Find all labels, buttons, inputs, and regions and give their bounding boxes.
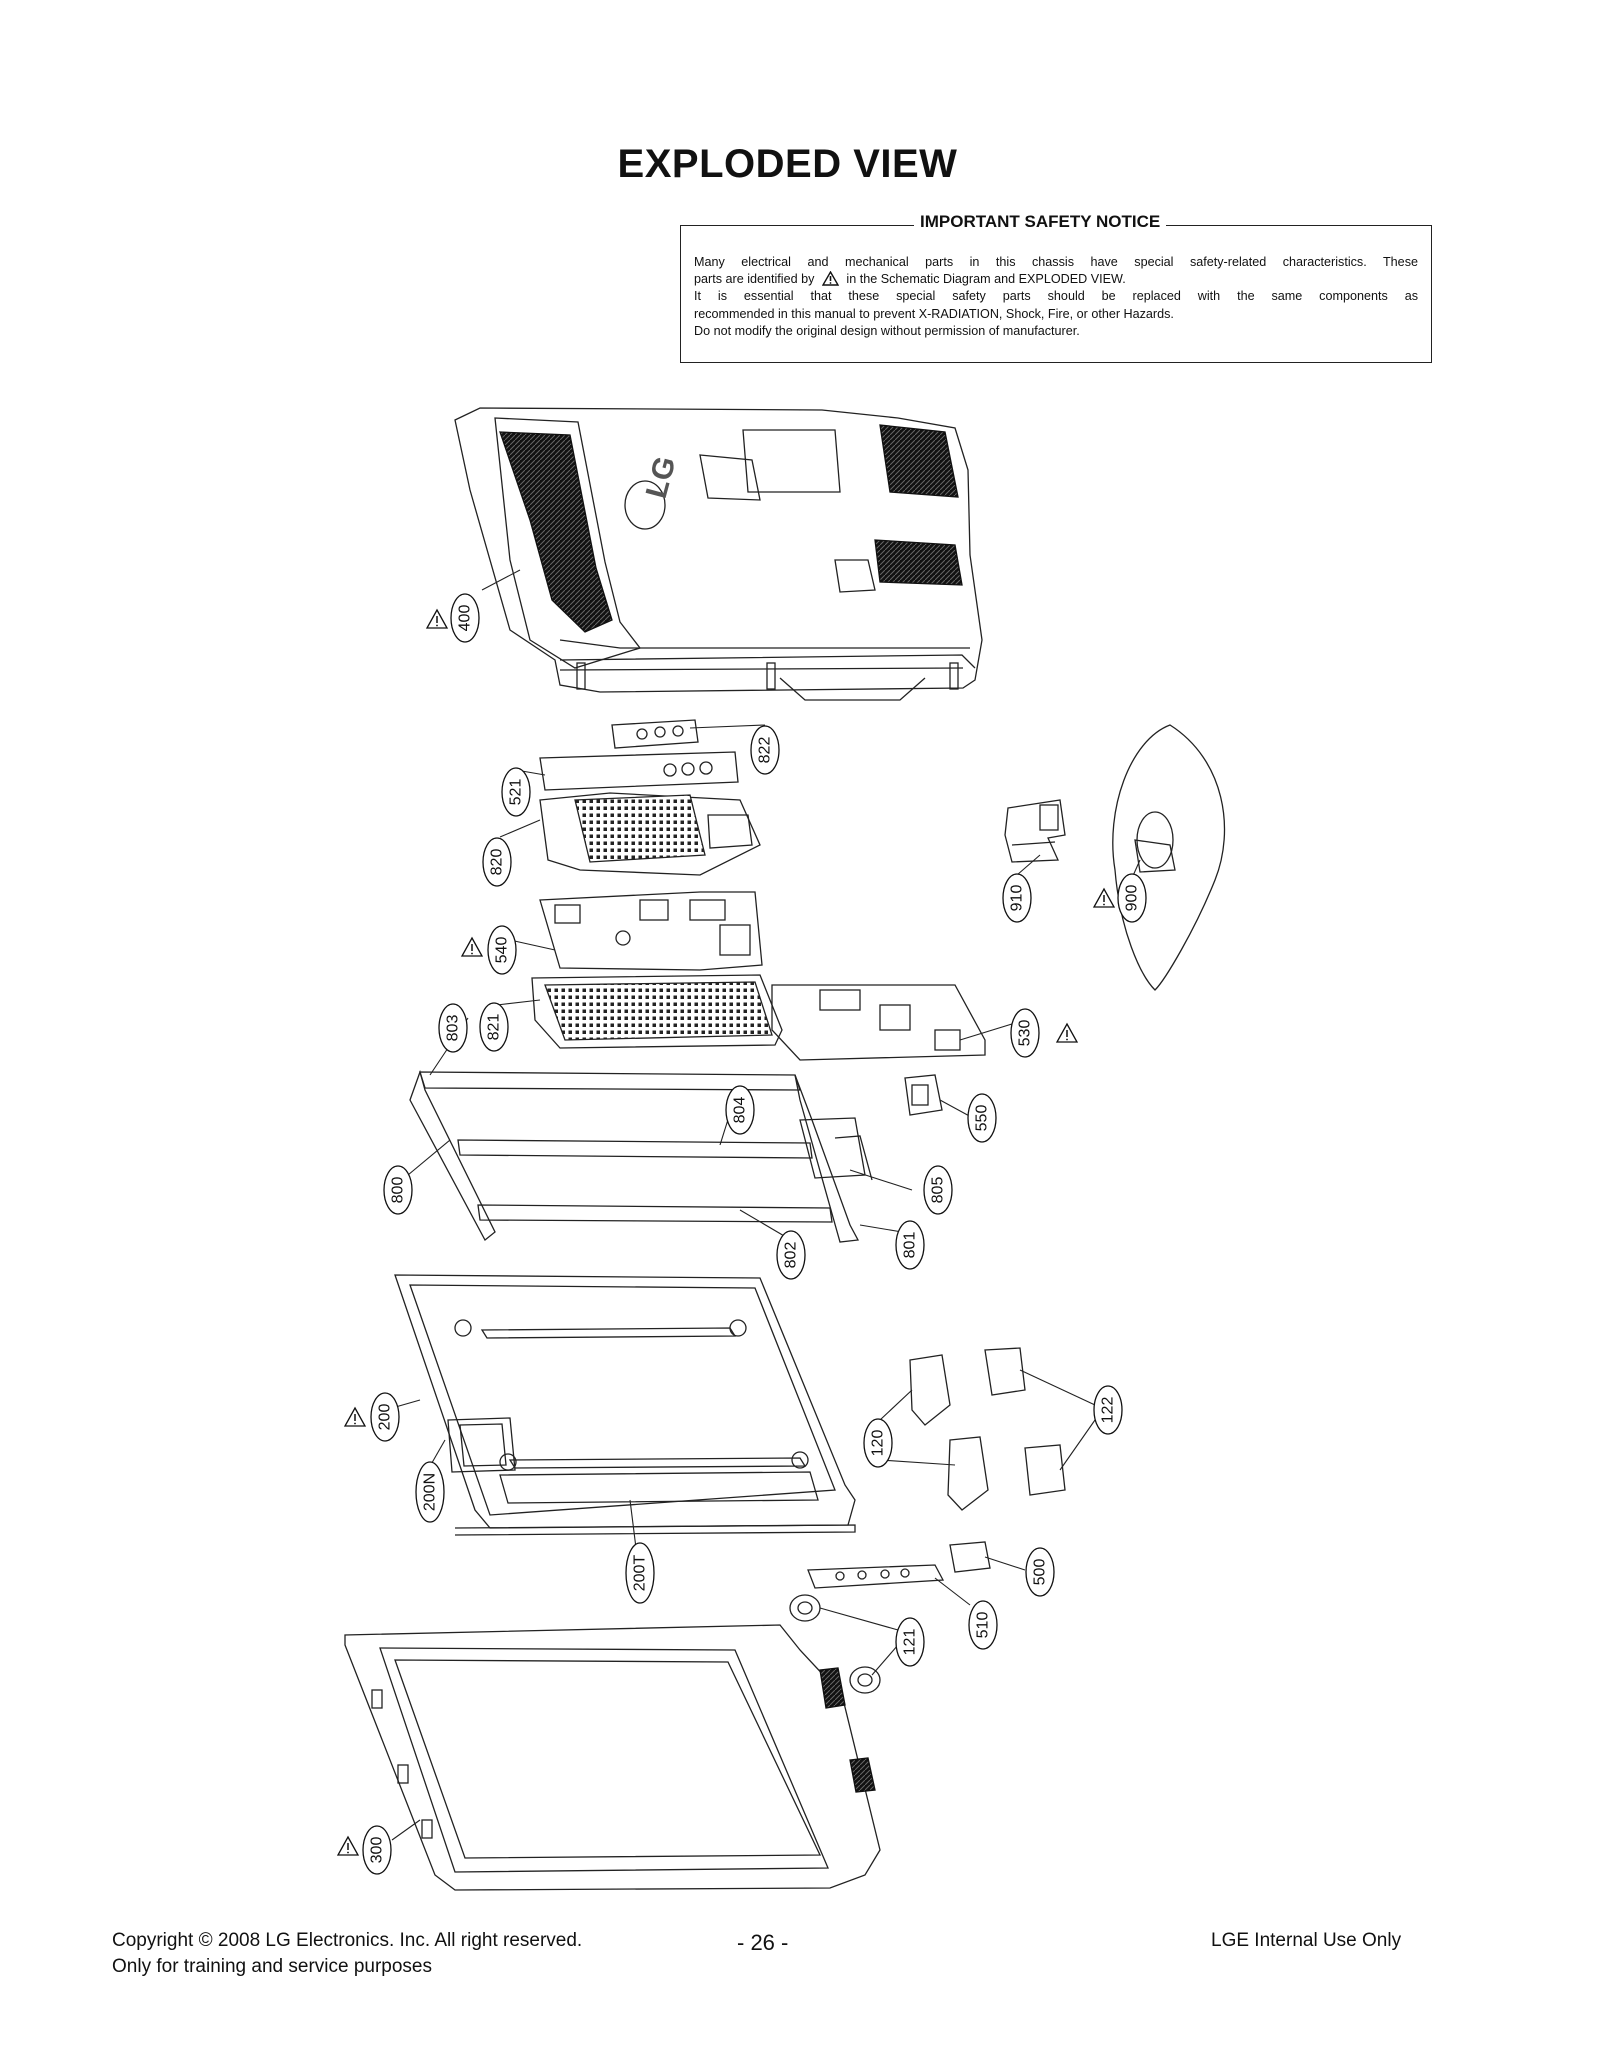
callout-200T-label: 200T: [632, 1555, 649, 1592]
callout-122-label: 122: [1100, 1397, 1117, 1424]
callout-800: 800: [383, 1165, 413, 1215]
shield-820-part: [539, 792, 761, 876]
callout-900: 900: [1117, 873, 1147, 923]
warning-triangle-icon: [461, 937, 483, 957]
callout-540-label: 540: [494, 937, 511, 964]
warning-triangle-icon: [821, 271, 839, 286]
safety-notice-body: Many electrical and mechanical parts in …: [694, 254, 1418, 340]
safety-notice-box: IMPORTANT SAFETY NOTICE Many electrical …: [680, 212, 1432, 363]
callout-821-label: 821: [486, 1014, 503, 1041]
callout-802: 802: [776, 1230, 806, 1280]
callout-822-label: 822: [757, 737, 774, 764]
callout-910: 910: [1002, 873, 1032, 923]
callout-804-label: 804: [732, 1097, 749, 1124]
notice-line-2: parts are identified by in the Schematic…: [694, 271, 1418, 288]
callout-200N: 200N: [415, 1461, 445, 1523]
page-title: EXPLODED VIEW: [617, 142, 958, 186]
callout-820-label: 820: [489, 849, 506, 876]
footer-copyright: Copyright © 2008 LG Electronics. Inc. Al…: [112, 1930, 583, 1951]
notice-line-5: Do not modify the original design withou…: [694, 323, 1080, 338]
callout-805: 805: [923, 1165, 953, 1215]
callout-200-label: 200: [377, 1404, 394, 1431]
shield-821-part: [531, 974, 783, 1049]
front-control-510-part: [807, 1564, 945, 1589]
callout-550-label: 550: [974, 1105, 991, 1132]
callout-400-label: 400: [457, 605, 474, 632]
callout-900-label: 900: [1124, 885, 1141, 912]
callout-550: 550: [967, 1093, 997, 1143]
warning-triangle-icon: [344, 1407, 366, 1427]
callout-510-label: 510: [975, 1612, 992, 1639]
callout-800-label: 800: [390, 1177, 407, 1204]
notice-line-2-end: in the Schematic Diagram and EXPLODED VI…: [846, 272, 1126, 287]
warning-triangle-icon: [426, 609, 448, 629]
control-board-822-part: [611, 719, 699, 749]
notice-line-1: Many electrical and mechanical parts in …: [694, 255, 1418, 269]
callout-200N-label: 200N: [422, 1473, 439, 1511]
callout-801: 801: [895, 1220, 925, 1270]
bracket-521-part: [539, 751, 739, 791]
callout-122: 122: [1093, 1385, 1123, 1435]
stand-base-900-part: [1112, 724, 1226, 991]
callout-540: 540: [487, 925, 517, 975]
callout-200T: 200T: [625, 1542, 655, 1604]
footer-training-note: Only for training and service purposes: [112, 1956, 432, 1977]
warning-triangle-icon: [1056, 1023, 1078, 1043]
power-board-530-part: [771, 984, 986, 1061]
part-550: [904, 1074, 943, 1116]
main-board-540-part: [539, 891, 763, 971]
callout-530-label: 530: [1017, 1020, 1034, 1047]
callout-822: 822: [750, 725, 780, 775]
callout-400: 400: [450, 593, 480, 643]
callout-820: 820: [482, 837, 512, 887]
safety-notice-heading: IMPORTANT SAFETY NOTICE: [914, 212, 1167, 232]
callout-521-label: 521: [508, 779, 525, 806]
frame-assembly-part: [409, 1069, 873, 1243]
callout-803: 803: [438, 1003, 468, 1053]
stand-neck-910-part: [1004, 799, 1066, 863]
callout-120: 120: [863, 1418, 893, 1468]
callout-805-label: 805: [930, 1177, 947, 1204]
callout-910-label: 910: [1009, 885, 1026, 912]
callout-500-label: 500: [1032, 1559, 1049, 1586]
callout-801-label: 801: [902, 1232, 919, 1259]
front-cabinet-300-part: [344, 1624, 881, 1891]
callout-500: 500: [1025, 1547, 1055, 1597]
callout-121: 121: [895, 1617, 925, 1667]
callout-802-label: 802: [783, 1242, 800, 1269]
safety-warning-icons: [337, 609, 1115, 1856]
cover-lg-logo: LG: [640, 453, 683, 502]
part-callouts: 400 822 521 820 540 821 803 530 910 900 …: [362, 593, 1147, 1875]
footer-page-number: - 26 -: [737, 1930, 789, 1955]
notice-line-3: It is essential that these special safet…: [694, 289, 1418, 304]
warning-triangle-icon: [337, 1836, 359, 1856]
callout-804: 804: [725, 1085, 755, 1135]
callout-821: 821: [479, 1002, 509, 1052]
callout-530: 530: [1010, 1008, 1040, 1058]
notice-line-2-start: parts are identified by: [694, 272, 815, 287]
chassis-200-part: [394, 1274, 856, 1536]
callout-300-label: 300: [369, 1837, 386, 1864]
footer-internal-use: LGE Internal Use Only: [1211, 1930, 1402, 1951]
callout-521: 521: [501, 767, 531, 817]
callout-803-label: 803: [445, 1015, 462, 1042]
notice-line-4: recommended in this manual to prevent X-…: [694, 306, 1174, 321]
bracket-122-part: [984, 1347, 1066, 1496]
callout-510: 510: [968, 1600, 998, 1650]
back-cover-part: [454, 407, 983, 701]
callout-120-label: 120: [870, 1430, 887, 1457]
callout-300: 300: [362, 1825, 392, 1875]
callout-200: 200: [370, 1392, 400, 1442]
callout-121-label: 121: [902, 1629, 919, 1656]
warning-triangle-icon: [1093, 888, 1115, 908]
fan-120-part: [909, 1354, 989, 1511]
board-500-part: [949, 1541, 991, 1573]
